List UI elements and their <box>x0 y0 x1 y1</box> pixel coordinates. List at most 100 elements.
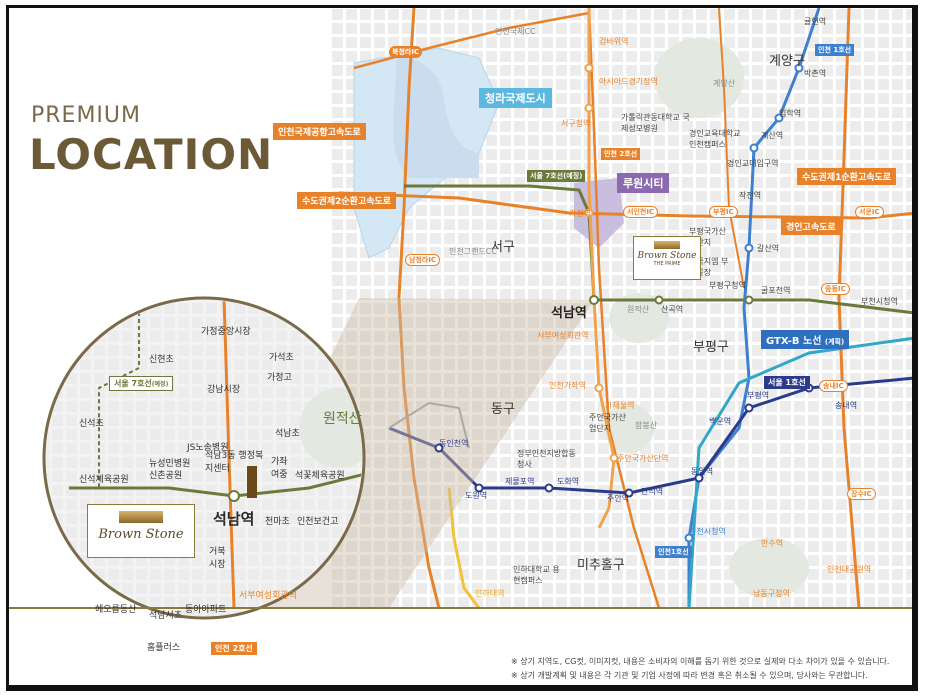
inset-sinseok-sports: 신석체육공원 <box>79 475 129 485</box>
inset-seoknam-dot <box>228 490 240 502</box>
place-juan-park: 주안국가산업단지 <box>589 413 626 433</box>
inset-sinseok: 신석초 <box>79 419 104 429</box>
location-map: PREMIUM LOCATION 청라국제도시 루원시티 인천국제공항고속도로 … <box>6 5 918 691</box>
station-bupyeonggu-office: 부평구청역 <box>709 281 746 290</box>
airport-expressway <box>353 11 590 70</box>
inset-seoknam3: 석남3동 행정복지센터 <box>205 451 264 474</box>
inset-donga: 동아아파트 <box>185 605 227 615</box>
station-jueinsandan: 주안국가산단역 <box>617 454 669 463</box>
place-wonjeok: 원적산 <box>627 305 650 314</box>
inset-map <box>46 300 362 616</box>
place-gyeongin-edu: 경인교육대학교 인천캠퍼스 <box>689 129 741 149</box>
inset-ganseok: 가석초 <box>269 353 294 363</box>
inset-homeplus: 홈플러스 <box>147 643 181 653</box>
inset-brand-marker: Brown Stone <box>87 504 195 558</box>
suin-line <box>447 487 481 609</box>
inset-sinhyeon: 신현초 <box>149 355 174 365</box>
station-dowon: 도원역 <box>465 491 488 500</box>
inset-gangnam-market: 강남시장 <box>207 385 241 395</box>
inset-gajeong-high: 가정고 <box>267 373 292 383</box>
station-seoknam: 석남역 <box>551 306 587 321</box>
gtxb-label-note: (계획) <box>824 338 845 346</box>
station-seobu: 서부여성회관역 <box>537 331 589 340</box>
note-line1: ※ 상기 지역도, CG컷, 이미지컷, 내용은 소비자의 이해를 돕기 위한 … <box>511 657 890 666</box>
inset-health: 인천보건고 <box>297 517 339 527</box>
ring2-label: 수도권제2순환고속도로 <box>297 192 397 209</box>
station-juan: 주안역 <box>607 494 630 503</box>
station-dohwa: 도화역 <box>557 477 580 486</box>
station-ganseok: 간석역 <box>641 487 664 496</box>
station-bakchon: 박촌역 <box>804 69 827 78</box>
place-gyeyang-mt: 계양산 <box>713 79 736 88</box>
place-gachon: 가톨릭관동대학교 국제성모병원 <box>621 113 690 133</box>
expressway-west <box>397 8 441 609</box>
inset-brand-logo-icon <box>119 511 163 523</box>
station-mansu: 만수역 <box>761 539 784 548</box>
inset-seoul7-label: 서울 7호선(예정) <box>109 376 174 391</box>
heading-location: LOCATION <box>29 130 274 179</box>
heading-premium: PREMIUM <box>31 103 142 128</box>
inset-incheon2-line <box>222 300 236 609</box>
station-gajaeul: 가재울역 <box>605 401 635 410</box>
station-gyesan: 계산역 <box>761 131 784 140</box>
inset-cheonma: 천마초 <box>265 517 290 527</box>
inset-site-marker <box>247 466 257 498</box>
station-galsan: 갈산역 <box>757 244 780 253</box>
station-dongam: 동암역 <box>691 467 714 476</box>
station-gulpo: 굴포천역 <box>761 286 791 295</box>
inset-seoknam-elem: 석남초 <box>275 429 300 439</box>
cheongna-lake <box>393 53 479 178</box>
station-inha: 인하대역 <box>475 589 505 598</box>
station-incheon-city: 인천시청역 <box>689 527 726 536</box>
ic-seoincheon: 서인천IC <box>623 206 659 218</box>
inset-geobuk: 거북시장 <box>209 547 226 570</box>
station-songnae: 송내역 <box>835 401 858 410</box>
station-gyulhyeon: 귤현역 <box>804 17 827 26</box>
main-brand-sub: THE PRIME <box>653 261 681 267</box>
district-seogu: 서구 <box>491 240 515 255</box>
place-hambong: 함봉산 <box>635 421 658 430</box>
district-donggu: 동구 <box>491 402 515 417</box>
seoul7-label-note: (예정) <box>563 172 583 180</box>
inset-gajeong-market: 가정중앙시장 <box>201 327 251 337</box>
inset-newsungmin: 뉴성민병원 <box>149 459 191 469</box>
grey-line <box>388 401 470 449</box>
incheon1b-label: 인천1호선 <box>655 546 692 558</box>
ic-bukcheong: 북청라IC <box>389 46 423 58</box>
ic-jangsu: 장수IC <box>847 488 876 500</box>
inset-brand-name: Brown Stone <box>98 527 184 542</box>
ring1-label: 수도권제1순환고속도로 <box>797 168 897 185</box>
station-ingaro: 인천가좌역 <box>549 381 586 390</box>
place-inha-univ: 인하대학교 용현캠퍼스 <box>513 565 560 585</box>
airport-expressway-label: 인천국제공항고속도로 <box>273 123 366 140</box>
station-dongincheon: 동인천역 <box>439 439 469 448</box>
inset-seoknam-seo: 석남서초 <box>149 611 183 621</box>
inset-gajeong-girls: 가좌여중 <box>271 457 288 480</box>
ic-songnae: 송내IC <box>819 380 848 392</box>
station-seogu-office: 서구청역 <box>561 119 591 128</box>
station-imhak: 임학역 <box>779 109 802 118</box>
station-namdong: 남동구청역 <box>753 589 790 598</box>
inset-seobu: 서부여성회관역 <box>239 591 297 601</box>
incheon1-label: 인천 1호선 <box>815 44 855 56</box>
inset-seoknam-station: 석남역 <box>213 510 255 528</box>
inset-seoul7-text: 서울 7호선 <box>114 379 152 388</box>
inset-wonjeoksan: 원적산 <box>323 411 362 427</box>
place-jeongbu: 정부인천지방합동청사 <box>517 449 576 469</box>
station-bupyeong: 부평역 <box>747 391 770 400</box>
cheongna-label: 청라국제도시 <box>479 88 552 108</box>
hambong-mountain <box>604 403 654 453</box>
district-bupyeonggu: 부평구 <box>693 340 729 355</box>
wonjeok-mountain <box>609 293 669 343</box>
station-bucheonsicheong: 부천시청역 <box>861 297 898 306</box>
station-markers <box>434 63 814 543</box>
station-sanggok: 산곡역 <box>661 305 684 314</box>
road-north <box>718 8 745 289</box>
inset-incheon2-label: 인천 2호선 <box>211 642 257 655</box>
station-asiad: 아시아드경기장역 <box>599 77 658 86</box>
ic-jungdong: 중동IC <box>821 283 850 295</box>
gtxb-label-text: GTX-B 노선 <box>766 336 822 347</box>
station-geomdan: 검바위역 <box>599 37 629 46</box>
station-gyeongin-univ: 경인교대입구역 <box>727 159 779 168</box>
